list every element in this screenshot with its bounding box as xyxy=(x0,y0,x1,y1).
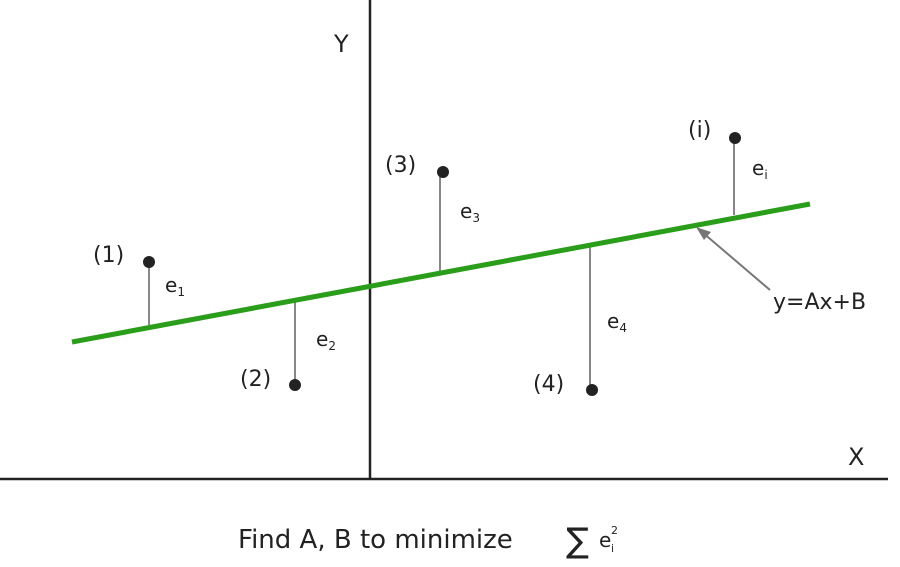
error-base-4: e xyxy=(607,309,619,333)
error-label-1: e1 xyxy=(165,273,185,299)
point-label-2: (2) xyxy=(240,367,271,392)
equation-label: y=Ax+B xyxy=(773,290,866,315)
error-label-3: e3 xyxy=(460,199,480,225)
sum-symbol: ∑ xyxy=(566,521,589,561)
error-base-1: e xyxy=(165,273,177,297)
data-point-3 xyxy=(437,166,449,178)
data-point-2 xyxy=(289,379,301,391)
error-sub-3: 3 xyxy=(472,211,480,225)
caption-term-base: e xyxy=(599,528,611,552)
point-label-i: (i) xyxy=(688,118,711,143)
error-sub-2: 2 xyxy=(328,339,336,353)
data-point-4 xyxy=(586,384,598,396)
regression-line xyxy=(71,201,811,345)
error-base-3: e xyxy=(460,199,472,223)
error-label-2: e2 xyxy=(316,327,336,353)
data-point-1 xyxy=(143,256,155,268)
error-sub-4: 4 xyxy=(619,321,627,335)
data-point-i xyxy=(729,132,741,144)
x-axis-label: X xyxy=(848,443,864,471)
error-sub-1: 1 xyxy=(177,285,185,299)
caption-term-sub: i xyxy=(611,542,614,555)
y-axis-label: Y xyxy=(333,30,349,58)
equation-pointer-arrowhead xyxy=(696,227,711,240)
point-label-4: (4) xyxy=(533,372,564,397)
caption-term-sup: 2 xyxy=(611,524,618,537)
caption-term: e xyxy=(599,528,611,552)
error-label-4: e4 xyxy=(607,309,627,335)
error-sub-i: i xyxy=(764,168,767,182)
error-base-i: e xyxy=(752,156,764,180)
point-label-1: (1) xyxy=(93,243,124,268)
equation-pointer-line xyxy=(701,231,771,291)
error-base-2: e xyxy=(316,327,328,351)
error-label-i: ei xyxy=(752,156,768,182)
caption-text: Find A, B to minimize xyxy=(238,525,513,555)
point-label-3: (3) xyxy=(385,153,416,178)
